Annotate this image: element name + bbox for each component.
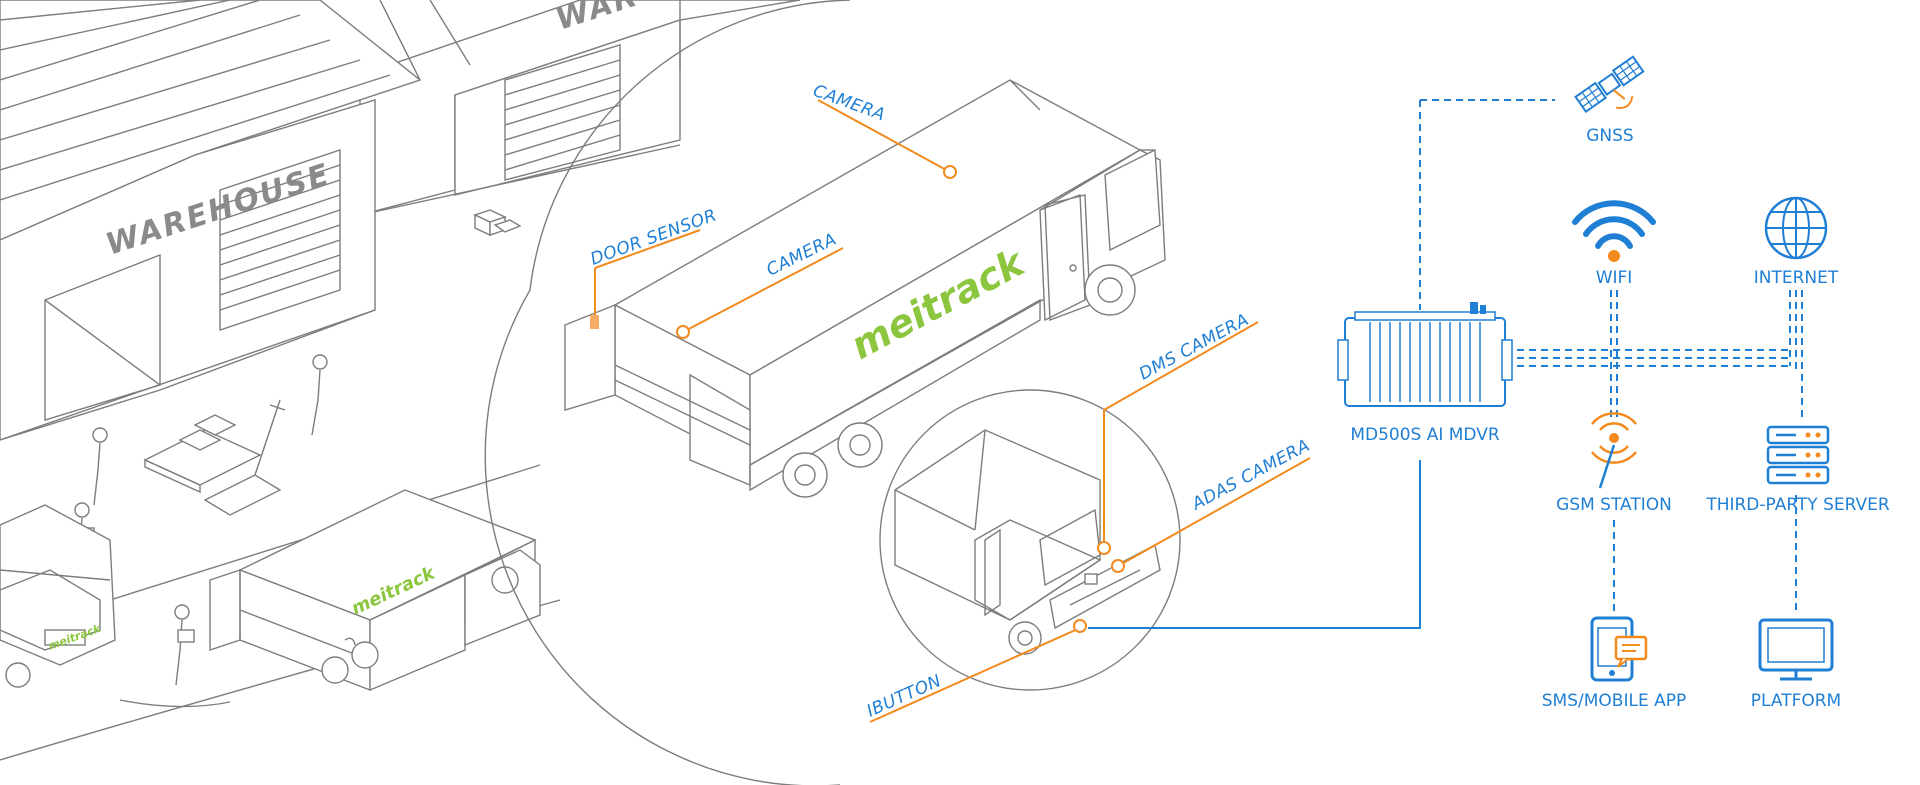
sensor-callouts (590, 99, 1311, 723)
label-dms-camera: DMS CAMERA (1136, 310, 1253, 385)
camera-side-marker (676, 325, 690, 339)
dms-camera-marker (1097, 541, 1111, 555)
cell-tower-icon (1591, 412, 1637, 489)
warehouse-scene: WAR WAREHOUSE (0, 0, 801, 761)
globe-icon (1764, 196, 1828, 260)
left-truck: meitrack (0, 504, 116, 688)
label-ibutton: IBUTTON (864, 671, 945, 722)
mobile-phone-icon (1590, 616, 1648, 682)
label-platform: PLATFORM (1751, 691, 1841, 711)
back-warehouse (359, 0, 801, 216)
cutaway-circle (484, 0, 851, 785)
cab-detail-circle (879, 389, 1181, 691)
label-gsm-station: GSM STATION (1556, 495, 1672, 515)
label-wifi: WIFI (1596, 268, 1633, 288)
small-truck: meitrack (209, 489, 541, 692)
label-mdvr: MD500S AI MDVR (1350, 425, 1500, 445)
label-camera-top: CAMERA (810, 81, 888, 126)
camera-top-marker (943, 165, 957, 179)
cab-truck (894, 429, 1161, 655)
boxes (473, 209, 522, 237)
pallets (143, 399, 286, 516)
monitor-icon (1758, 618, 1834, 681)
ibutton-marker (1073, 619, 1087, 633)
front-warehouse (0, 0, 422, 441)
label-internet: INTERNET (1754, 268, 1839, 288)
wifi-icon (1572, 200, 1656, 262)
satellite-icon (1574, 55, 1645, 114)
label-gnss: GNSS (1586, 126, 1633, 146)
door-sensor-marker (590, 315, 599, 329)
label-sms-mobile-app: SMS/MOBILE APP (1542, 691, 1686, 711)
network-connectors (1088, 99, 1803, 629)
label-third-party-server: THIRD-PARTY SERVER (1705, 495, 1890, 515)
mdvr-device-icon (1337, 302, 1513, 407)
label-adas-camera: ADAS CAMERA (1188, 436, 1313, 515)
adas-camera-marker (1111, 559, 1125, 573)
server-icon (1766, 425, 1830, 485)
